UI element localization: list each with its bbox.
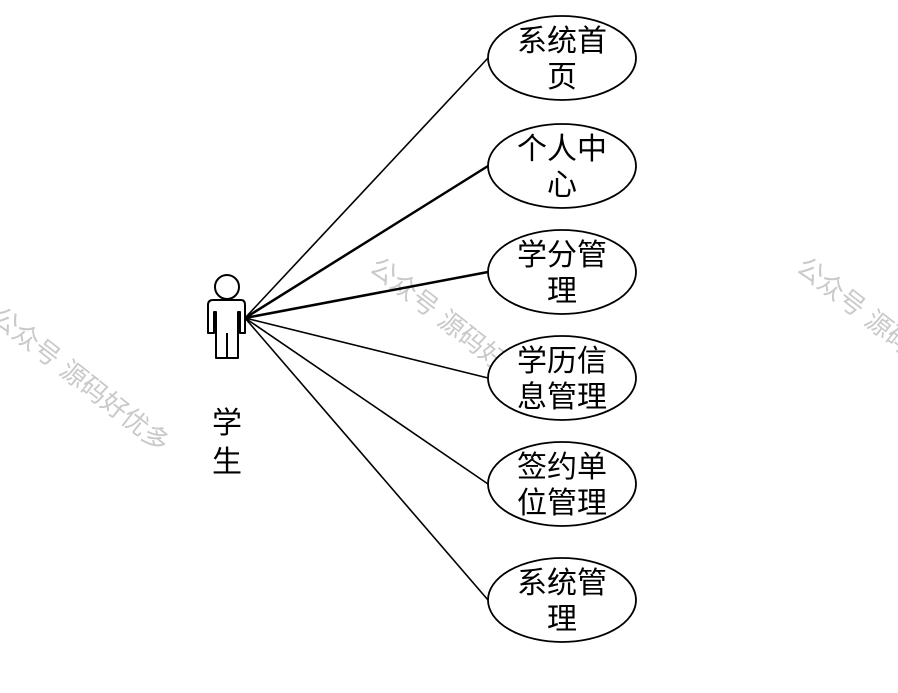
association-line-3 — [244, 270, 489, 320]
actor-label-line-2: 生 — [212, 445, 242, 480]
use-case-4-label-line-2: 息管理 — [517, 380, 607, 415]
actor-body-icon — [207, 299, 246, 359]
use-case-3-ellipse — [487, 229, 637, 315]
association-line-4 — [244, 317, 489, 379]
use-case-1-label-line-2: 页 — [547, 60, 577, 95]
watermark-right: 公众号 源码好优多 — [791, 252, 898, 409]
watermark-layer: 公众号 源码好优多 公众号 源码好优多 公众号 源码好优多 — [0, 252, 898, 459]
use-case-2-ellipse — [487, 123, 637, 209]
watermark-left: 公众号 源码好优多 — [0, 302, 175, 459]
use-case-4-ellipse — [487, 335, 637, 421]
association-line-6 — [244, 317, 489, 601]
use-case-4-label-line-1: 学历信 — [517, 344, 607, 379]
use-case-3-label-line-1: 学分管 — [517, 238, 607, 273]
use-case-5-label-line-2: 位管理 — [517, 486, 607, 521]
use-case-5-ellipse — [487, 441, 637, 527]
use-case-3-label-line-2: 理 — [547, 274, 577, 309]
association-lines — [244, 57, 489, 601]
use-case-6-label-line-1: 系统管 — [517, 566, 607, 601]
use-case-1-ellipse — [487, 15, 637, 101]
use-case-2-label-line-1: 个人中 — [517, 132, 607, 167]
use-case-1-label-line-1: 系统首 — [517, 24, 607, 59]
actor-head — [214, 274, 240, 300]
use-case-6-ellipse — [487, 557, 637, 643]
use-case-6-label-line-2: 理 — [547, 602, 577, 637]
use-case-5-label-line-1: 签约单 — [517, 450, 607, 485]
association-line-1 — [244, 57, 489, 319]
association-line-5 — [244, 317, 489, 485]
association-line-2 — [244, 164, 489, 320]
use-case-2-label-line-2: 心 — [547, 168, 577, 203]
actor-student: 学 生 — [207, 274, 246, 480]
actor-label-line-1: 学 — [212, 406, 242, 441]
